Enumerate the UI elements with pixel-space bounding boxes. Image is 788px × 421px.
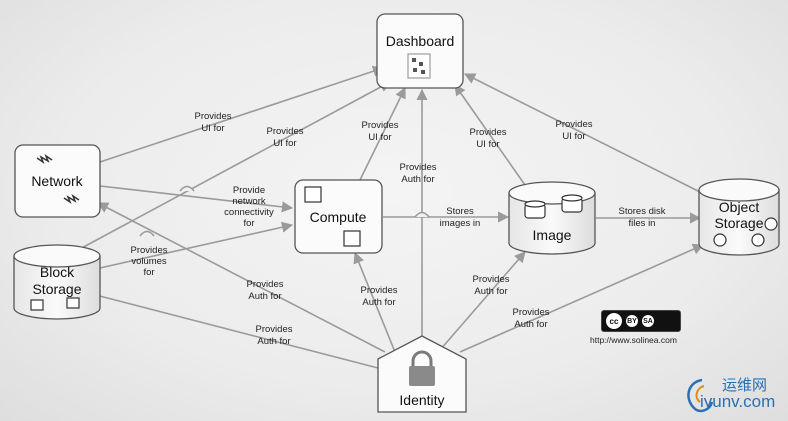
node-identity: Identity — [377, 335, 467, 413]
license-url: http://www.solinea.com — [590, 335, 677, 345]
volume-icon — [66, 297, 80, 309]
swirl-logo-icon — [687, 378, 714, 413]
edge-compute-dashboard — [359, 86, 406, 181]
edge-identity-compute — [353, 251, 396, 353]
server-icon — [304, 186, 322, 203]
compute-label: Compute — [310, 209, 367, 225]
watermark: 运维网 iyunv.com — [680, 372, 786, 418]
disk-icon — [524, 200, 546, 219]
lightning-icon — [63, 194, 80, 204]
watermark-cn: 运维网 — [722, 377, 768, 394]
disk-icon — [561, 194, 583, 213]
line-hops — [139, 185, 430, 237]
watermark-en: iyunv.com — [700, 392, 776, 411]
node-compute: Compute — [294, 179, 383, 254]
dashboard-label: Dashboard — [386, 33, 455, 49]
node-dashboard: Dashboard — [376, 13, 464, 89]
by-icon: BY — [626, 315, 638, 327]
identity-label: Identity — [399, 392, 444, 408]
cc-icon: cc — [606, 313, 622, 329]
sa-icon: SA — [642, 315, 654, 327]
lock-icon — [409, 350, 435, 386]
dashboard-chart-icon — [407, 53, 431, 79]
server-icon — [343, 230, 361, 247]
edge-network-dashboard — [99, 65, 385, 163]
image-label: Image — [533, 227, 572, 243]
edge-identity-block — [86, 290, 379, 369]
edges — [77, 65, 705, 369]
network-label: Network — [31, 173, 83, 189]
edge-identity-image — [439, 251, 526, 351]
edge-identity-object — [459, 243, 705, 353]
volume-icon — [30, 299, 44, 311]
object-icon — [713, 233, 727, 247]
cc-license-badge: cc BY SA — [601, 310, 681, 332]
object-icon — [751, 233, 765, 247]
node-network: Network — [14, 144, 101, 218]
object-icon — [764, 217, 778, 231]
edge-block-dashboard — [77, 81, 391, 251]
edge-image-dashboard — [454, 84, 526, 186]
edge-block-compute — [99, 221, 294, 269]
edge-object-dashboard — [463, 73, 701, 193]
lightning-icon — [36, 154, 53, 164]
edge-network-compute — [99, 185, 294, 213]
node-image: Image — [508, 181, 596, 255]
edge-identity-network — [97, 202, 386, 353]
